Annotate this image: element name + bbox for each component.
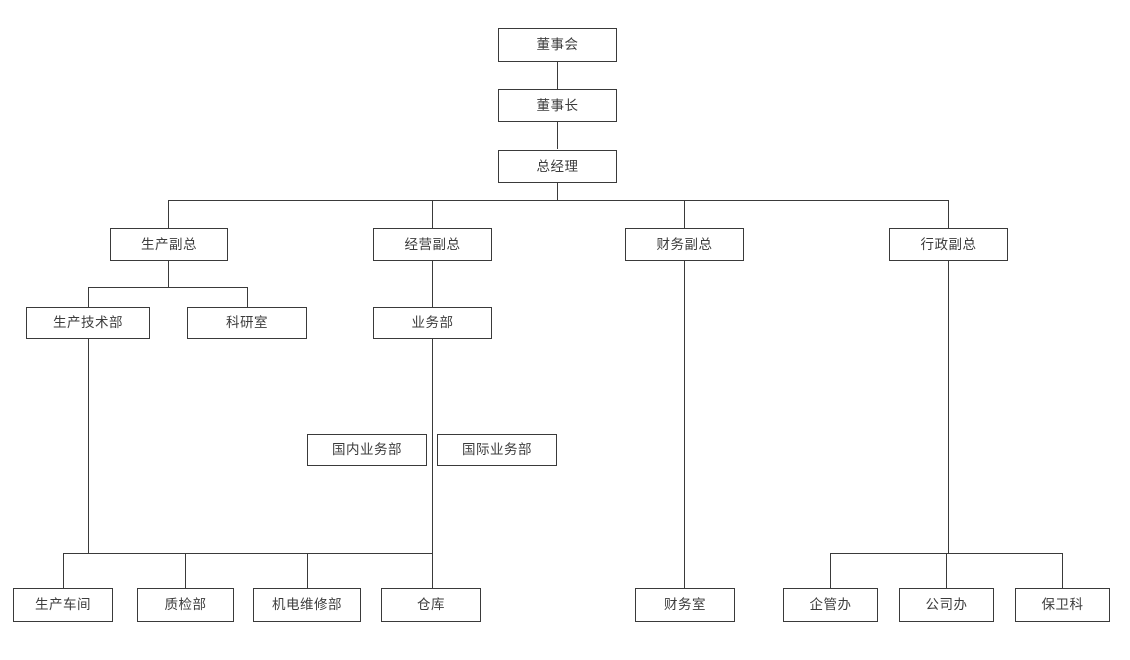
connector-production-sub-bus	[88, 287, 248, 288]
node-quality-inspection-dept[interactable]: 质检部	[137, 588, 234, 622]
connector-gm-stem	[557, 183, 558, 201]
node-production-workshop[interactable]: 生产车间	[13, 588, 113, 622]
connector-vp-finance-to-finance-office	[684, 261, 685, 588]
connector-right-bus-to-company-office	[946, 553, 947, 588]
node-company-office[interactable]: 公司办	[899, 588, 994, 622]
connector-bottom-left-bus	[63, 553, 433, 554]
connector-chairman-to-gm	[557, 122, 558, 149]
node-vp-operations[interactable]: 经营副总	[373, 228, 492, 261]
connector-bus-to-vp-operations	[432, 200, 433, 228]
node-vp-finance[interactable]: 财务副总	[625, 228, 744, 261]
node-finance-office[interactable]: 财务室	[635, 588, 735, 622]
connector-right-bus-to-security-section	[1062, 553, 1063, 588]
node-board[interactable]: 董事会	[498, 28, 617, 62]
connector-right-bus-to-enterprise-mgmt	[830, 553, 831, 588]
connector-sub-bus-to-research-office	[247, 287, 248, 307]
node-chairman[interactable]: 董事长	[498, 89, 617, 122]
connector-bottom-bus-to-production-workshop	[63, 553, 64, 588]
node-business-dept[interactable]: 业务部	[373, 307, 492, 339]
connector-business-dept-drop-to-warehouse	[432, 339, 433, 588]
node-production-tech-dept[interactable]: 生产技术部	[26, 307, 150, 339]
node-international-business-dept[interactable]: 国际业务部	[437, 434, 557, 466]
connector-sub-bus-to-production-tech	[88, 287, 89, 307]
node-research-office[interactable]: 科研室	[187, 307, 307, 339]
connector-vp-admin-stem	[948, 261, 949, 553]
connector-bottom-bus-to-electromech-maintenance	[307, 553, 308, 588]
node-vp-production[interactable]: 生产副总	[110, 228, 228, 261]
connector-bus-to-vp-production	[168, 200, 169, 228]
connector-board-to-chairman	[557, 62, 558, 89]
connector-level3-bus	[168, 200, 949, 201]
connector-bus-to-vp-admin	[948, 200, 949, 228]
connector-bus-to-vp-finance	[684, 200, 685, 228]
node-domestic-business-dept[interactable]: 国内业务部	[307, 434, 427, 466]
node-warehouse[interactable]: 仓库	[381, 588, 481, 622]
connector-vp-production-stem	[168, 261, 169, 287]
connector-production-tech-drop	[88, 339, 89, 554]
connector-vp-operations-to-business-dept	[432, 261, 433, 307]
node-general-manager[interactable]: 总经理	[498, 150, 617, 183]
node-security-section[interactable]: 保卫科	[1015, 588, 1110, 622]
node-enterprise-management-office[interactable]: 企管办	[783, 588, 878, 622]
connector-bottom-bus-to-quality-inspection	[185, 553, 186, 588]
node-vp-admin[interactable]: 行政副总	[889, 228, 1008, 261]
node-electromechanical-maintenance-dept[interactable]: 机电维修部	[253, 588, 361, 622]
